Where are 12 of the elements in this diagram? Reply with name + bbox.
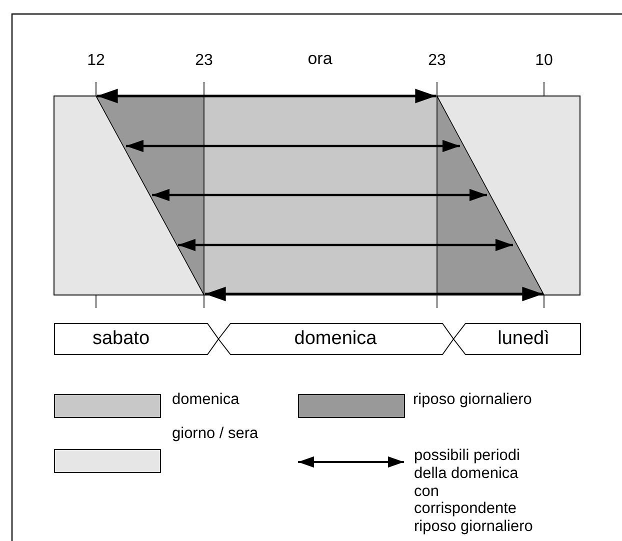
day-label: lunedì <box>498 328 550 350</box>
hour-label: 23 <box>428 53 446 69</box>
hour-label: 12 <box>87 53 105 69</box>
hour-label: 23 <box>195 53 213 69</box>
day-label: domenica <box>294 328 377 350</box>
legend-label: giorno / sera <box>172 425 258 443</box>
day-label: sabato <box>92 328 150 350</box>
legend-label: riposo giornaliero <box>413 391 532 409</box>
hour-label: 10 <box>535 53 553 69</box>
axis-title: ora <box>308 50 332 67</box>
legend-label: domenica <box>172 391 240 409</box>
legend-label: possibili periodi della domenica con corrispondente riposo giornaliero <box>414 447 534 536</box>
